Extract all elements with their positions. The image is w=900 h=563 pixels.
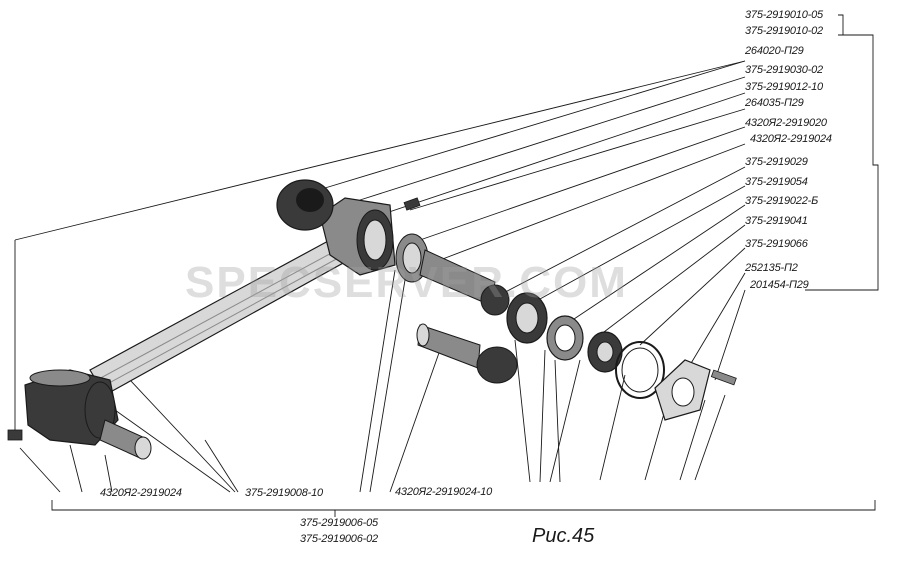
- left-hub-housing: [24, 369, 119, 446]
- figure-caption: Рис.45: [532, 525, 595, 547]
- assembly-label-1: 375-2919006-05: [300, 517, 378, 529]
- right-flange-housing: [319, 197, 396, 276]
- part-label-2: 375-2919010-02: [745, 25, 823, 37]
- bearing-ring-2: [546, 315, 584, 361]
- bearing-ring-1: [395, 233, 429, 283]
- left-splined-shaft: [99, 419, 152, 460]
- part-label-14: 252135-П2: [745, 262, 798, 274]
- ball-joint-shaft: [416, 323, 518, 384]
- bottom-label-mid: 375-2919008-10: [245, 487, 323, 499]
- part-label-15: 201454-П29: [750, 279, 809, 291]
- grease-fitting: [7, 429, 23, 441]
- inner-splined-shaft: [419, 249, 510, 316]
- part-label-10: 375-2919054: [745, 176, 808, 188]
- part-label-4: 375-2919030-02: [745, 64, 823, 76]
- part-label-12: 375-2919041: [745, 215, 808, 227]
- watermark: SPECSERVER.COM: [185, 258, 628, 307]
- bottom-label-left: 4320Я2-2919024: [100, 487, 182, 499]
- cover-plate: [654, 359, 711, 421]
- gasket: [615, 341, 665, 399]
- part-label-6: 264035-П29: [745, 97, 804, 109]
- ring-gear: [506, 292, 548, 344]
- part-label-1: 375-2919010-05: [745, 9, 823, 21]
- assembly-label-2: 375-2919006-02: [300, 533, 378, 545]
- bolt: [710, 369, 737, 386]
- part-label-8: 4320Я2-2919024: [750, 133, 832, 145]
- part-label-7: 4320Я2-2919020: [745, 117, 827, 129]
- part-label-13: 375-2919066: [745, 238, 808, 250]
- part-label-9: 375-2919029: [745, 156, 808, 168]
- part-label-11: 375-2919022-Б: [745, 195, 819, 207]
- bottom-label-right: 4320Я2-2919024-10: [395, 486, 493, 498]
- rubber-boot-top: [276, 179, 334, 231]
- small-fastener-top: [403, 197, 421, 211]
- part-label-3: 264020-П29: [745, 45, 804, 57]
- seal-boot: [587, 331, 623, 373]
- leader-lines: [14, 14, 879, 517]
- part-label-5: 375-2919012-10: [745, 81, 823, 93]
